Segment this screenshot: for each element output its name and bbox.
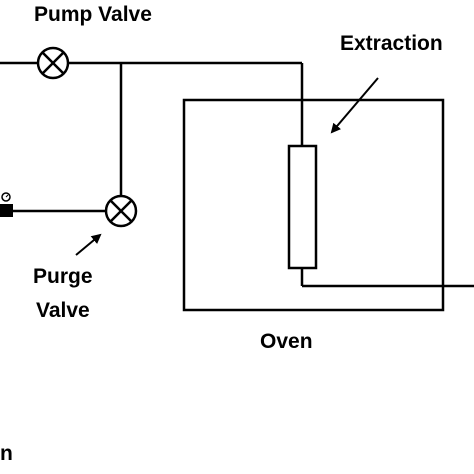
extraction-cell bbox=[287, 144, 318, 270]
oven-box bbox=[182, 98, 445, 312]
purge-label-line1: Purge bbox=[33, 265, 93, 288]
pump-valve-label: Pump Valve bbox=[34, 3, 152, 26]
extraction-label: Extraction bbox=[340, 32, 443, 55]
purge-valve-icon[interactable] bbox=[104, 194, 138, 228]
gauge-icon bbox=[0, 192, 13, 217]
purge-label-line2: Valve bbox=[36, 299, 90, 322]
purge-arrow-icon bbox=[75, 233, 102, 256]
partial-label-bottom-left: n bbox=[0, 442, 13, 465]
pump-valve-icon[interactable] bbox=[36, 46, 70, 80]
oven-label: Oven bbox=[260, 330, 313, 353]
extraction-arrow-icon bbox=[330, 77, 379, 134]
